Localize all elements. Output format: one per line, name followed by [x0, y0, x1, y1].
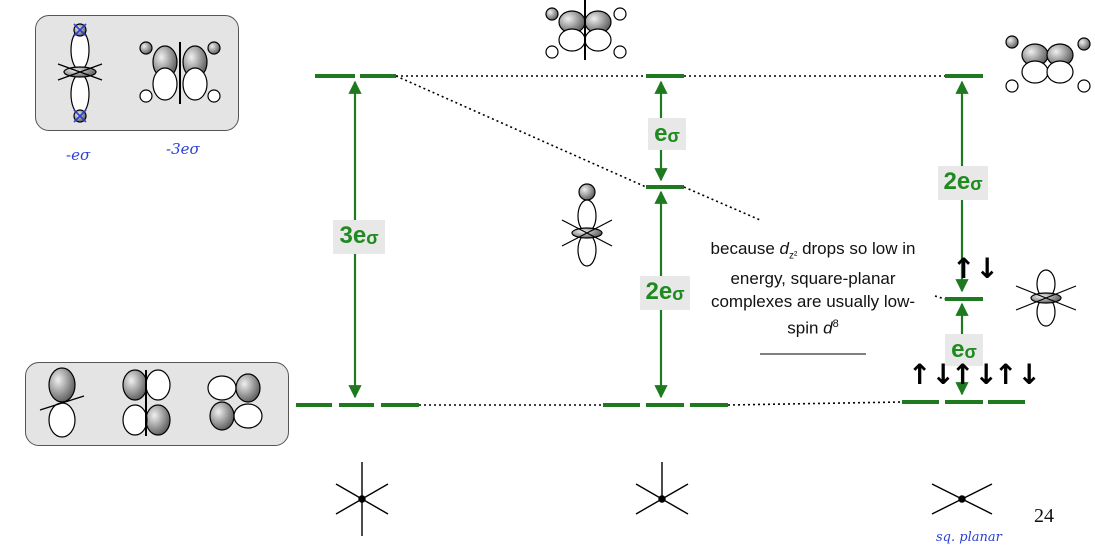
mid-xy-level — [646, 74, 684, 78]
dz2-orbital-sketch — [57, 23, 103, 123]
label-z2-drop: eσ — [648, 118, 686, 150]
oct-eg-level-1 — [315, 74, 355, 78]
electron-pair-z2: ↑↓ — [952, 252, 999, 285]
mid-t2g-level-1 — [603, 403, 640, 407]
label-sqp-z2-gap: eσ — [945, 334, 983, 366]
elongated-geometry-sketch — [635, 462, 689, 515]
electron-pair-t2g-2: ↑↓ — [951, 358, 998, 391]
hand-label-minus-e-sigma: -eσ — [66, 146, 91, 164]
hand-label-minus-3e-sigma: -3eσ — [166, 140, 200, 158]
mid-z2-orbital-sketch — [561, 183, 613, 267]
oct-t2g-level-2 — [339, 403, 374, 407]
mid-z2-level — [646, 185, 684, 189]
electron-pair-t2g-1: ↑↓ — [908, 358, 955, 391]
oct-t2g-level-3 — [381, 403, 419, 407]
oct-eg-level-2 — [360, 74, 396, 78]
connector-eg-z2 — [395, 75, 647, 188]
dx2y2-orbital-sketch — [139, 41, 221, 104]
sqp-t2g-level-1 — [902, 400, 939, 404]
sqp-t2g-level-2 — [945, 400, 983, 404]
label-xy-gap: 2eσ — [938, 166, 988, 200]
label-z2-above-t2g: 2eσ — [640, 276, 690, 310]
mid-xy-orbital-sketch — [545, 0, 627, 60]
connector-z2-z2 — [683, 186, 761, 221]
page-number: 24 — [1034, 505, 1054, 527]
mid-t2g-level-2 — [646, 403, 684, 407]
mid-t2g-level-3 — [690, 403, 728, 407]
square-planar-geometry-sketch — [931, 483, 993, 515]
connector-t2g-sqp — [727, 401, 903, 406]
hand-label-sq-planar: sq. planar — [936, 530, 1002, 545]
sqp-t2g-level-3 — [988, 400, 1025, 404]
octahedral-geometry-sketch — [335, 462, 389, 536]
sqp-xy-orbital-sketch — [1005, 35, 1091, 93]
sqp-xy-level — [945, 74, 983, 78]
electron-pair-t2g-3: ↑↓ — [994, 358, 1041, 391]
connector-z2-sqp — [934, 295, 946, 300]
sqp-z2-level — [945, 297, 983, 301]
t2g-orbital-sketches — [39, 367, 263, 438]
explanation-note: because dz² drops so low in energy, squa… — [706, 237, 920, 341]
oct-t2g-level-1 — [296, 403, 332, 407]
sqp-z2-orbital-sketch — [1015, 269, 1077, 327]
label-oct-splitting: 3eσ — [333, 220, 385, 254]
